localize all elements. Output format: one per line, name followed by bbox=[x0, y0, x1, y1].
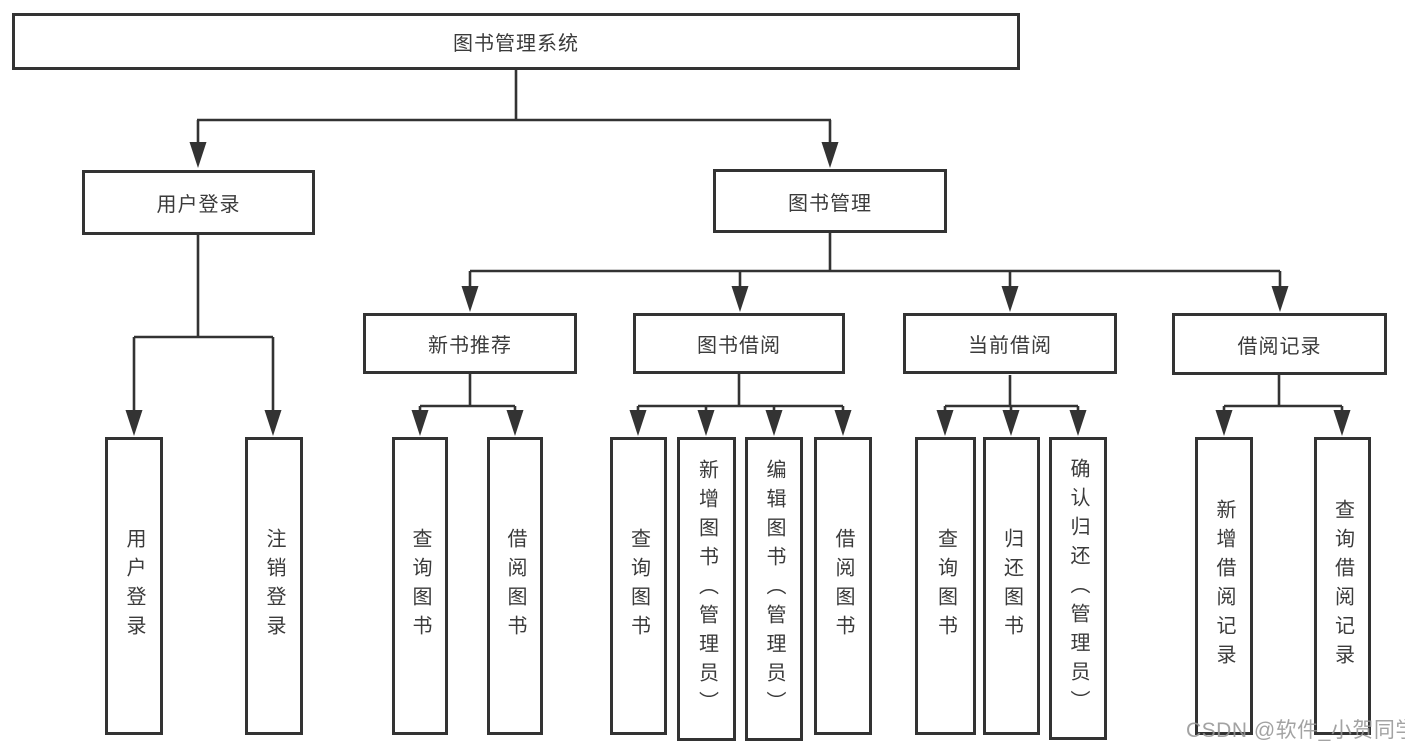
leaf-query-borrow-record: 查询借阅记录 bbox=[1314, 437, 1371, 735]
leaf-confirm-return-admin-label: 确认归还（管理员） bbox=[1067, 458, 1089, 719]
leaf-edit-book-admin-label: 编辑图书（管理员） bbox=[763, 458, 785, 720]
node-book-management-label: 图书管理 bbox=[788, 192, 872, 215]
leaf-newbooks-borrow-books: 借阅图书 bbox=[487, 437, 543, 735]
node-new-book-recommend: 新书推荐 bbox=[363, 313, 577, 374]
leaf-current-query-books: 查询图书 bbox=[915, 437, 976, 735]
node-root: 图书管理系统 bbox=[12, 13, 1020, 70]
node-new-book-recommend-label: 新书推荐 bbox=[428, 335, 512, 357]
leaf-current-query-books-label: 查询图书 bbox=[934, 528, 957, 644]
leaf-borrow-query-books: 查询图书 bbox=[610, 437, 667, 735]
leaf-user-login: 用户登录 bbox=[105, 437, 163, 735]
leaf-add-borrow-record-label: 新增借阅记录 bbox=[1213, 499, 1235, 673]
leaf-logout: 注销登录 bbox=[245, 437, 303, 735]
node-user-login-label: 用户登录 bbox=[156, 194, 241, 216]
leaf-return-books-label: 归还图书 bbox=[1000, 528, 1023, 644]
leaf-borrow-query-books-label: 查询图书 bbox=[627, 528, 650, 644]
node-book-borrow-label: 图书借阅 bbox=[697, 335, 781, 357]
leaf-user-login-label: 用户登录 bbox=[123, 528, 145, 644]
leaf-confirm-return-admin: 确认归还（管理员） bbox=[1049, 437, 1107, 740]
node-current-borrow: 当前借阅 bbox=[903, 313, 1117, 374]
node-book-borrow: 图书借阅 bbox=[633, 313, 845, 374]
leaf-add-borrow-record: 新增借阅记录 bbox=[1195, 437, 1253, 735]
node-borrow-records-label: 借阅记录 bbox=[1237, 335, 1322, 358]
leaf-add-book-admin-label: 新增图书（管理员） bbox=[695, 458, 718, 720]
node-root-label: 图书管理系统 bbox=[453, 33, 579, 55]
leaf-logout-label: 注销登录 bbox=[263, 528, 285, 644]
leaf-newbooks-query-books-label: 查询图书 bbox=[409, 528, 431, 644]
leaf-borrow-borrow-books: 借阅图书 bbox=[814, 437, 872, 735]
node-book-management: 图书管理 bbox=[713, 169, 947, 233]
leaf-newbooks-borrow-books-label: 借阅图书 bbox=[504, 528, 526, 644]
leaf-borrow-borrow-books-label: 借阅图书 bbox=[832, 528, 854, 644]
leaf-newbooks-query-books: 查询图书 bbox=[392, 437, 448, 735]
node-borrow-records: 借阅记录 bbox=[1172, 313, 1387, 375]
leaf-edit-book-admin: 编辑图书（管理员） bbox=[745, 437, 803, 741]
leaf-return-books: 归还图书 bbox=[983, 437, 1040, 735]
leaf-query-borrow-record-label: 查询借阅记录 bbox=[1331, 499, 1354, 673]
watermark: CSDN @软件_小贺同学 bbox=[1186, 719, 1405, 742]
node-current-borrow-label: 当前借阅 bbox=[968, 335, 1052, 357]
node-user-login: 用户登录 bbox=[82, 170, 315, 235]
leaf-add-book-admin: 新增图书（管理员） bbox=[677, 437, 736, 741]
